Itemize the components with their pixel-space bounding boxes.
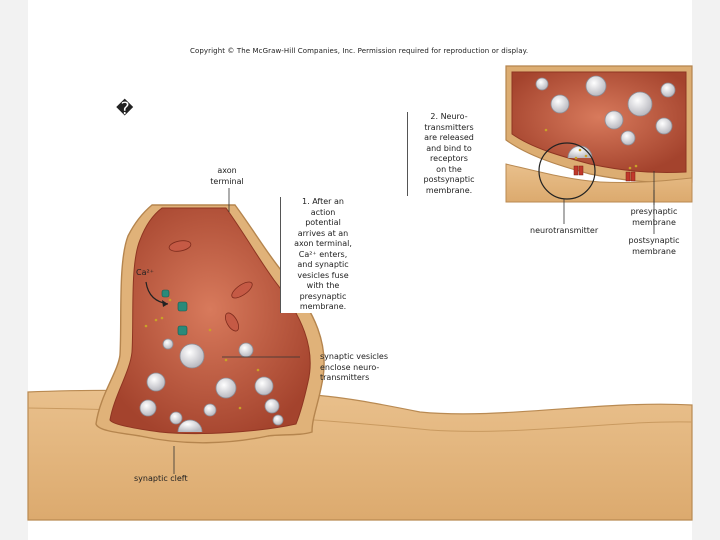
label-step-2: 2. Neuro- transmitters are released and … bbox=[407, 112, 490, 196]
label-axon-terminal: axon terminal bbox=[210, 166, 244, 186]
label-neurotransmitter: neurotransmitter bbox=[530, 226, 599, 235]
label-step-1: 1. After an action potential arrives at … bbox=[280, 197, 365, 313]
label-presynaptic-membrane: presynaptic membrane bbox=[630, 207, 678, 227]
bullet-icon: � bbox=[116, 99, 134, 119]
calcium-channels bbox=[161, 289, 188, 336]
label-postsynaptic-membrane: postsynaptic membrane bbox=[628, 236, 680, 256]
inset-postsynaptic bbox=[505, 163, 693, 203]
zoom-circle bbox=[538, 142, 596, 200]
mitochondria bbox=[168, 240, 253, 332]
label-synaptic-cleft: synaptic cleft bbox=[134, 474, 188, 483]
label-synaptic-vesicles: synaptic vesicles enclose neuro- transmi… bbox=[320, 352, 389, 382]
receptors bbox=[573, 165, 636, 182]
label-ca: Ca²⁺ bbox=[136, 268, 154, 277]
synaptic-vesicles bbox=[139, 338, 284, 426]
copyright-notice: Copyright © The McGraw-Hill Companies, I… bbox=[190, 47, 529, 55]
